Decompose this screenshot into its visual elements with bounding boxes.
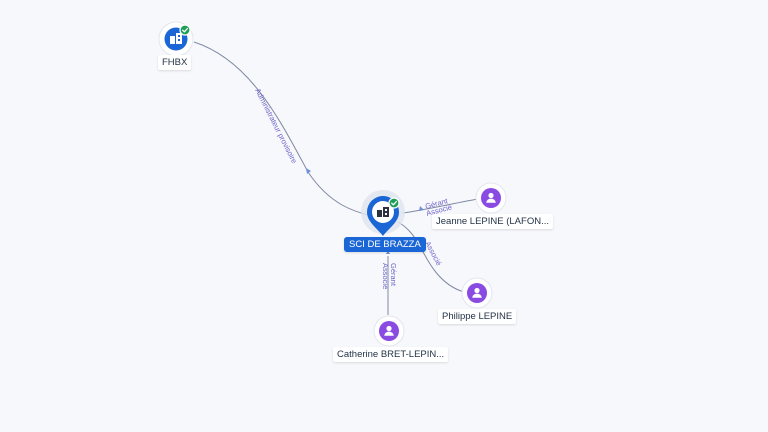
edge-label-catherine-gerant: Gérant [389,263,398,287]
edge-label-fhbx-sci: Administrateur provisoire [253,87,299,165]
verified-check-icon [388,197,400,209]
arrow-jeanne-sci [419,206,424,211]
building-icon [170,33,182,44]
edge-jeanne-sci [402,198,479,214]
node-label-fhbx[interactable]: FHBX [158,55,192,70]
edge-label-catherine-associe: Associé [381,263,390,289]
node-fhbx[interactable] [158,21,194,57]
building-icon [377,207,389,217]
node-label-jeanne-lepine[interactable]: Jeanne LEPINE (LAFON... [432,214,553,229]
person-icon [472,287,482,298]
person-icon [384,325,394,336]
node-label-sci-de-brazza[interactable]: SCI DE BRAZZA [344,237,426,252]
arrow-catherine-sci [386,250,390,254]
node-label-catherine-bret-lepine[interactable]: Catherine BRET-LEPIN... [333,347,449,362]
person-icon [486,192,496,203]
node-catherine-bret-lepine[interactable] [373,315,405,347]
node-label-philippe-lepine[interactable]: Philippe LEPINE [438,309,517,324]
node-jeanne-lepine[interactable] [475,182,507,214]
edge-label-philippe-associe: Associé [423,240,443,267]
node-sci-de-brazza[interactable] [361,190,405,236]
node-philippe-lepine[interactable] [461,277,493,309]
arrow-fhbx-sci [306,168,311,174]
verified-check-icon [179,24,191,36]
edge-fhbx-sci [193,41,373,217]
